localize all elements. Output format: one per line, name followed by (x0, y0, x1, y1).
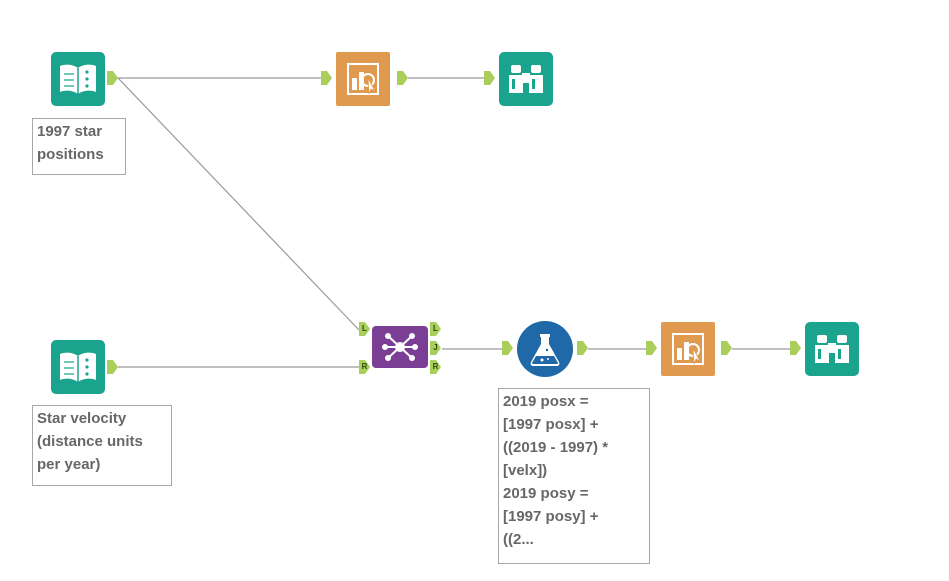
join-join-output-anchor[interactable]: J (430, 341, 441, 355)
join-right-output-anchor[interactable]: R (430, 360, 441, 374)
report-chart-cursor-icon (342, 58, 384, 100)
formula-tool[interactable] (517, 321, 573, 377)
book-icon (57, 348, 99, 386)
join-left-input-anchor[interactable]: L (359, 322, 370, 336)
connection-input1-join-left[interactable] (117, 77, 360, 331)
report1-output-anchor[interactable] (397, 71, 408, 85)
input-data-tool-1[interactable] (51, 52, 105, 106)
report1-input-anchor[interactable] (321, 71, 332, 85)
input2-annotation: Star velocity (distance units per year) (32, 405, 172, 486)
input2-output-anchor[interactable] (107, 360, 118, 374)
browse1-input-anchor[interactable] (484, 71, 495, 85)
browse-tool-1[interactable] (499, 52, 553, 106)
binoculars-icon (812, 331, 852, 367)
input1-annotation: 1997 star positions (32, 118, 126, 175)
formula-input-anchor[interactable] (502, 341, 513, 355)
binoculars-icon (506, 61, 546, 97)
browse-tool-2[interactable] (805, 322, 859, 376)
browse2-input-anchor[interactable] (790, 341, 801, 355)
formula-annotation: 2019 posx = [1997 posx] + ((2019 - 1997)… (498, 388, 650, 564)
report-tool-1[interactable] (336, 52, 390, 106)
flask-icon (527, 330, 563, 368)
input-data-tool-2[interactable] (51, 340, 105, 394)
join-tool[interactable] (372, 326, 428, 368)
join-network-icon (380, 330, 420, 364)
join-left-output-anchor[interactable]: L (430, 322, 441, 336)
report-tool-2[interactable] (661, 322, 715, 376)
book-icon (57, 60, 99, 98)
input1-output-anchor[interactable] (107, 71, 118, 85)
join-right-input-anchor[interactable]: R (359, 360, 370, 374)
report2-input-anchor[interactable] (646, 341, 657, 355)
report2-output-anchor[interactable] (721, 341, 732, 355)
report-chart-cursor-icon (667, 328, 709, 370)
formula-output-anchor[interactable] (577, 341, 588, 355)
